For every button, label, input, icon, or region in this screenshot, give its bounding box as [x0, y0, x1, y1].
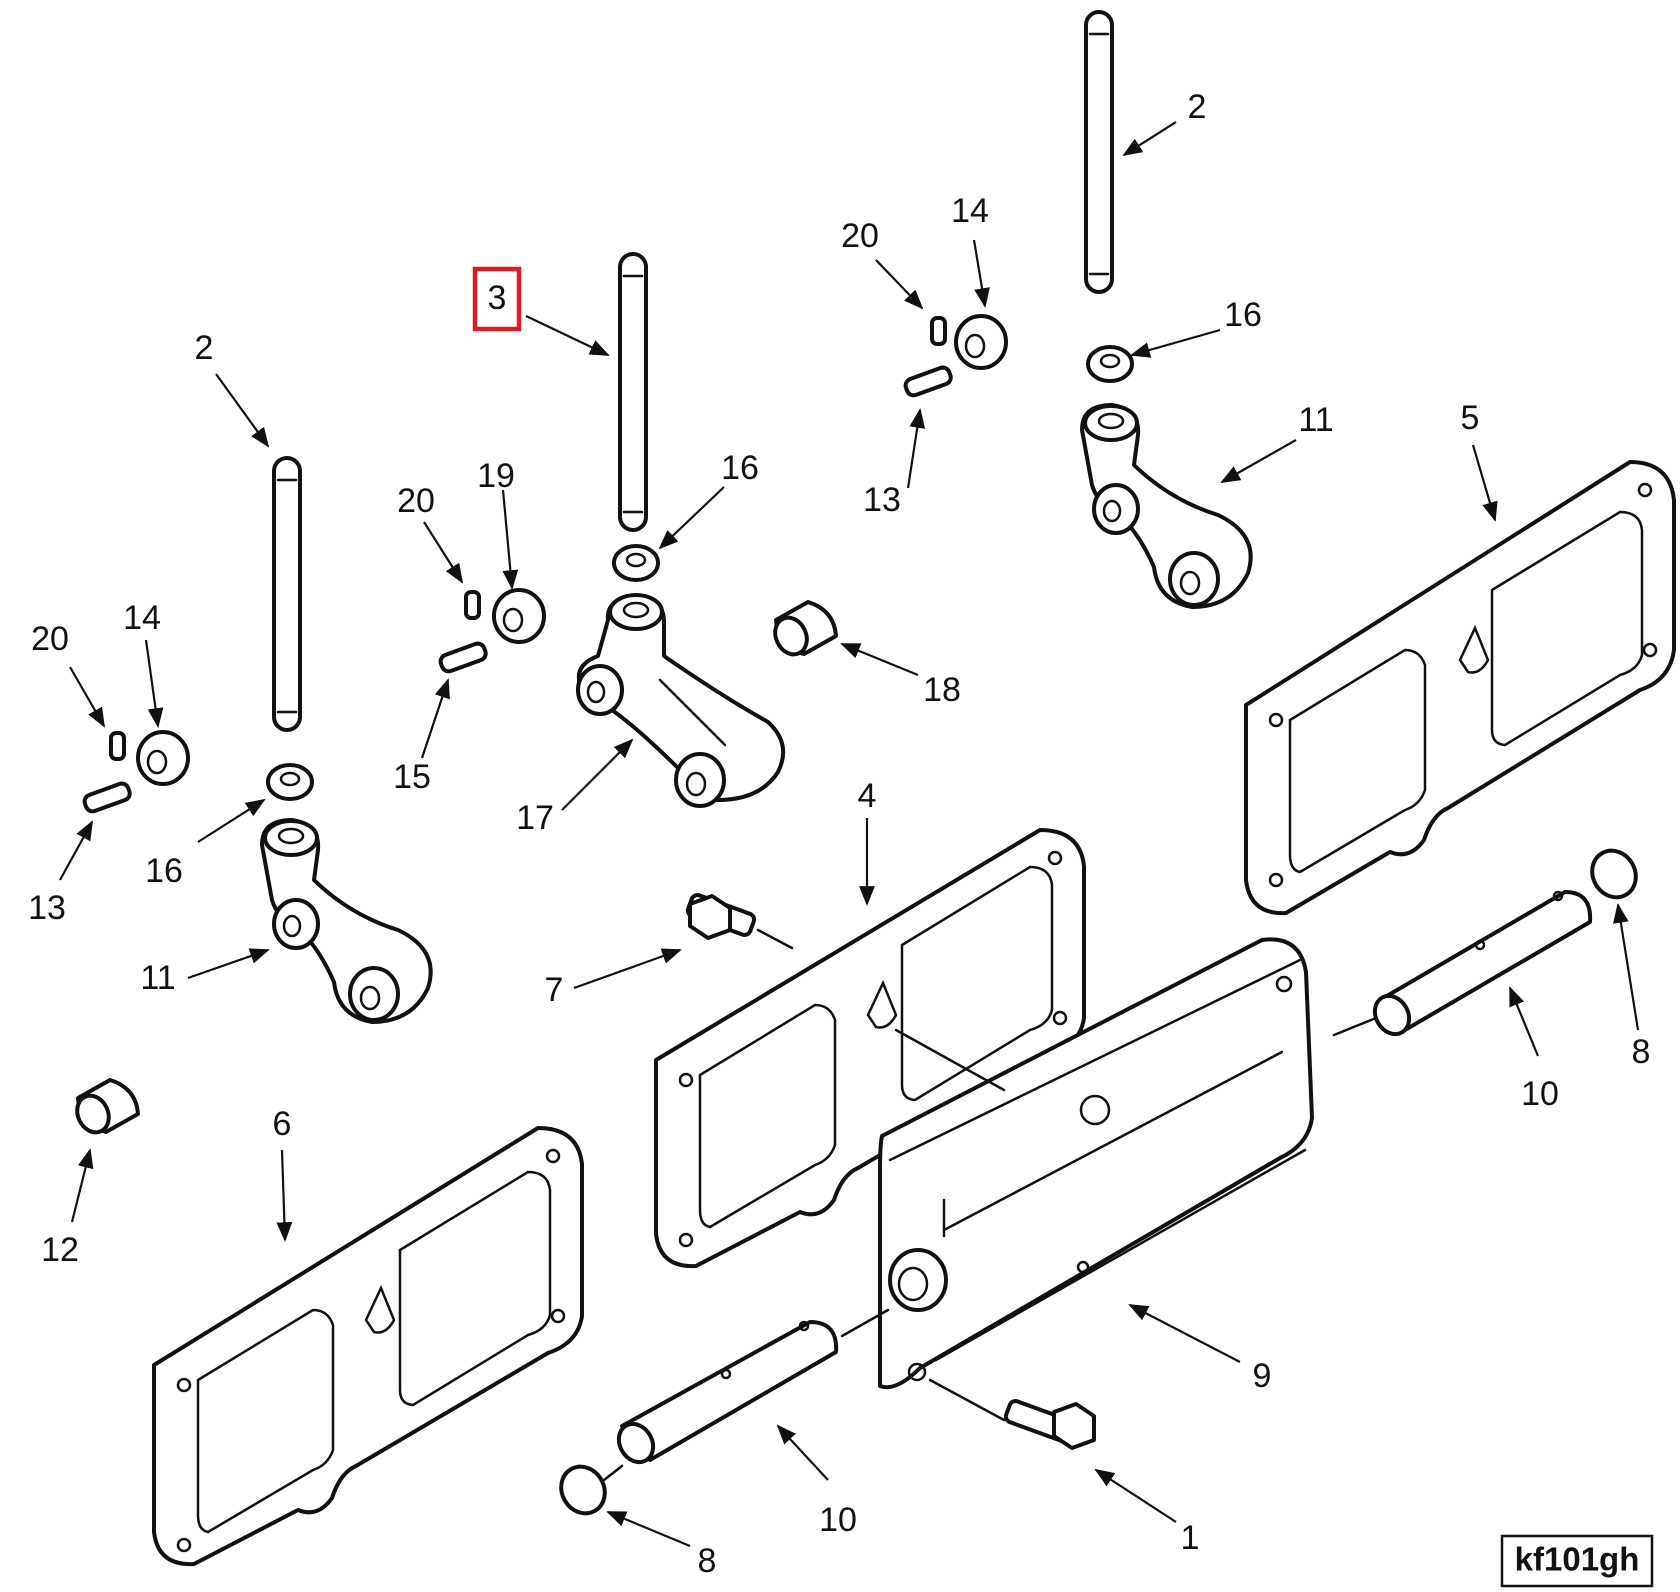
callout-9: 9 [1253, 1357, 1272, 1395]
adjusting-nut-right [1086, 345, 1134, 383]
reference-label-text: kf101gh [1515, 1541, 1640, 1578]
callout-16-right: 16 [1224, 296, 1262, 334]
reference-label-box [1500, 1534, 1654, 1588]
callout-5: 5 [1461, 399, 1480, 437]
callout-3: 3 [488, 279, 507, 317]
roller-right [954, 314, 1008, 370]
callout-2-right: 2 [1188, 88, 1207, 126]
callout-17: 17 [516, 799, 554, 837]
callout-10-left: 10 [819, 1501, 857, 1539]
adjusting-nut-left [266, 763, 314, 801]
callout-12: 12 [41, 1231, 79, 1269]
highlight-box [472, 266, 522, 332]
callout-16-center: 16 [721, 449, 759, 487]
callout-15: 15 [393, 758, 431, 796]
gasket-center [654, 828, 1086, 1269]
callout-13-left: 13 [28, 889, 66, 927]
push-rod-left [272, 456, 302, 732]
callout-2-left: 2 [195, 329, 214, 367]
gasket-left [152, 1126, 584, 1567]
callout-8-left: 8 [698, 1542, 717, 1580]
push-rod-right [1084, 10, 1114, 294]
push-rod-center [618, 252, 648, 532]
callout-1: 1 [1181, 1519, 1200, 1557]
callout-6: 6 [273, 1105, 292, 1143]
rocker-shaft-right [1372, 890, 1593, 1037]
callout-20-right: 20 [841, 217, 879, 255]
callout-19: 19 [477, 457, 515, 495]
axle-pin-left [82, 781, 132, 814]
capscrew-7 [685, 893, 757, 940]
roll-pin-right [930, 316, 947, 346]
assembly-lines [602, 928, 1378, 1482]
axle-pin-center [438, 641, 488, 674]
callout-18: 18 [923, 671, 961, 709]
reference-label: kf101gh [1500, 1534, 1654, 1588]
rocker-housing [878, 937, 1314, 1390]
roller-center [492, 588, 546, 644]
roll-pin-left [109, 731, 126, 761]
bushing-right [773, 600, 838, 657]
rocker-lever-right [1080, 403, 1253, 609]
plug-left [559, 1464, 607, 1516]
callout-14-left: 14 [123, 599, 161, 637]
gasket-top-right [1244, 460, 1676, 916]
adjusting-nut-center [612, 544, 660, 582]
roller-left [136, 730, 190, 786]
callout-20-center: 20 [397, 482, 435, 520]
rocker-lever-center [576, 593, 786, 808]
callout-16-left: 16 [145, 852, 183, 890]
callout-8-right: 8 [1632, 1033, 1651, 1071]
axle-pin-right [903, 365, 953, 398]
callout-numbers: 2 3 2 14 20 16 11 5 16 19 20 14 20 13 16… [28, 88, 1650, 1580]
rocker-shaft-left [616, 1320, 839, 1465]
rocker-lever-left [260, 818, 433, 1024]
callout-11-right: 11 [1298, 401, 1333, 439]
capscrew-1 [1003, 1399, 1096, 1450]
callout-13-right: 13 [863, 481, 901, 519]
callout-10-right: 10 [1521, 1075, 1559, 1113]
callout-20-left: 20 [31, 620, 69, 658]
leader-arrows [59, 121, 1640, 1548]
roll-pin-center [464, 590, 481, 620]
plug-right [1590, 848, 1638, 900]
callout-11-left: 11 [140, 959, 175, 997]
callout-7: 7 [545, 971, 564, 1009]
callout-14-right: 14 [951, 192, 989, 230]
bushing-left [75, 1078, 140, 1135]
callout-4: 4 [858, 777, 877, 815]
